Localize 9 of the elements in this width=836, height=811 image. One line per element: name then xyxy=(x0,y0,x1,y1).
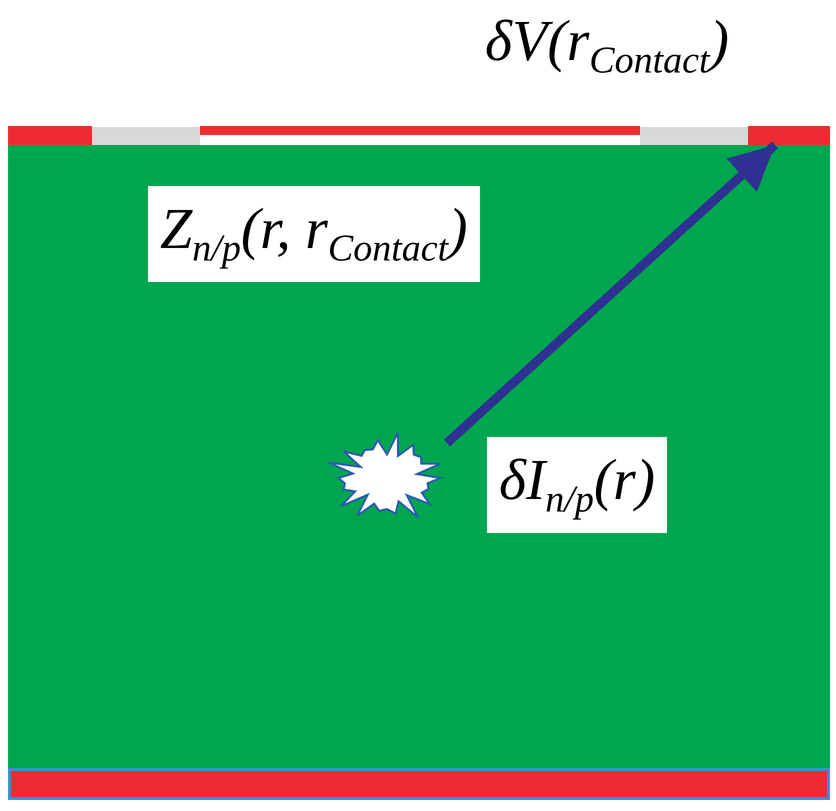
edge-label: Z$_{n/p}$(r, r$_{Contact}$) xyxy=(148,186,480,282)
contact-bar xyxy=(8,126,92,145)
semiconductor-block xyxy=(8,145,830,768)
voltage-label: δV(r$_{Contact}$) xyxy=(485,12,729,80)
contact-bar xyxy=(748,126,830,145)
arrow xyxy=(444,142,778,446)
contact-bar xyxy=(8,768,830,800)
current-label: δI$_{n/p}$(r) xyxy=(487,437,668,533)
contact-bar xyxy=(200,126,640,135)
